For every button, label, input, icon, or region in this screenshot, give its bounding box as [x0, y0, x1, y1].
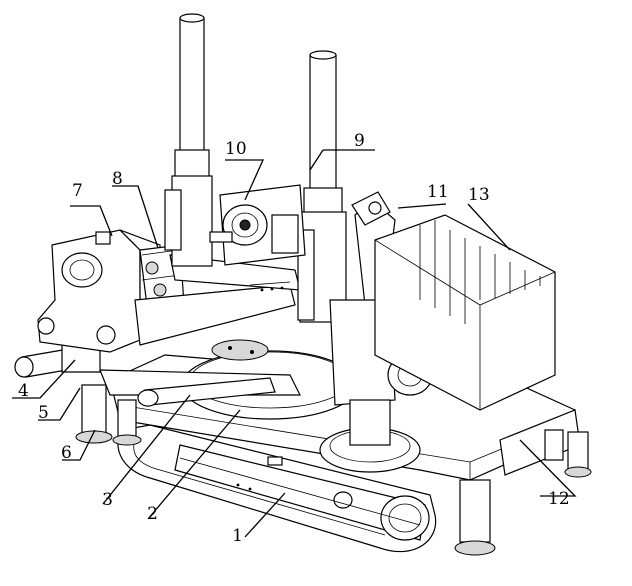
- lower-arm: [99, 369, 301, 407]
- label-13: 13: [468, 185, 490, 205]
- label-4: 4: [18, 381, 29, 401]
- label-10: 10: [225, 139, 247, 159]
- left-mast: [164, 13, 213, 267]
- leader-lines: [12, 149, 577, 538]
- gearbox-motor: [209, 184, 306, 266]
- label-5: 5: [38, 403, 49, 423]
- label-6: 6: [61, 443, 72, 463]
- label-12: 12: [548, 489, 570, 509]
- label-2: 2: [147, 504, 158, 524]
- crawler-track: [117, 424, 437, 553]
- tool-box: [374, 214, 556, 411]
- outrigger-legs: [75, 384, 592, 556]
- label-8: 8: [112, 169, 123, 189]
- label-7: 7: [72, 181, 83, 201]
- label-9: 9: [354, 131, 365, 151]
- label-11: 11: [427, 182, 449, 202]
- part-labels: 1 2 3 4 5 6 7 8 9 10 11 12 13: [18, 131, 570, 546]
- right-mast: [297, 50, 347, 323]
- label-1: 1: [232, 526, 243, 546]
- label-3: 3: [102, 490, 113, 510]
